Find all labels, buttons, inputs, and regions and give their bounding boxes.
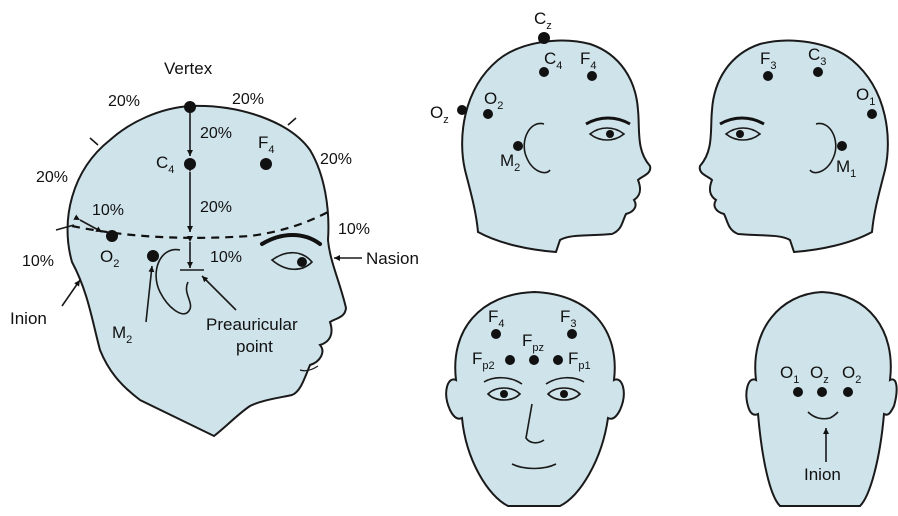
pct-line-ear: 10%	[210, 249, 242, 266]
label-cz: Cz	[534, 9, 552, 32]
label-nasion: Nasion	[366, 249, 419, 268]
electrode-cz	[538, 32, 550, 44]
back-view-head: O1 Oz O2 Inion	[746, 292, 896, 506]
pct-c4-line: 20%	[200, 199, 232, 216]
tick-mark	[90, 138, 98, 145]
label-inion: Inion	[10, 309, 47, 328]
label-preauricular-1: Preauricular	[206, 315, 298, 334]
right-profile-outline	[462, 41, 650, 252]
electrode-f4	[587, 71, 597, 81]
electrode-o2	[843, 387, 853, 397]
electrode-o1	[793, 387, 803, 397]
electrode-m2	[147, 250, 159, 262]
electrode-m2	[513, 141, 523, 151]
electrode-o2	[483, 109, 493, 119]
electrode-oz	[457, 105, 467, 115]
electrode-fpz	[529, 355, 539, 365]
electrode-f4	[491, 329, 501, 339]
side-view-head: Vertex Nasion Inion Preauricular point 2…	[10, 59, 419, 436]
right-profile-head: Cz C4 F4 Oz O2 M2	[430, 9, 650, 252]
pct-upper-left: 20%	[36, 169, 68, 186]
electrode-oz	[817, 387, 827, 397]
pct-top-left: 20%	[108, 93, 140, 110]
pct-o2-offset: 10%	[92, 202, 124, 219]
electrode-vertex	[184, 101, 196, 113]
pupil	[736, 130, 744, 138]
arrow-inion	[62, 280, 80, 306]
pct-vertex-c4: 20%	[200, 125, 232, 142]
electrode-m1	[837, 141, 847, 151]
electrode-o2	[106, 230, 118, 242]
electrode-f4	[260, 158, 272, 170]
front-head-outline	[446, 292, 624, 506]
label-preauricular-2: point	[236, 337, 273, 356]
pupil	[560, 390, 568, 398]
electrode-f3	[567, 329, 577, 339]
electrode-o1	[867, 109, 877, 119]
electrode-fp2	[505, 355, 515, 365]
pupil	[297, 257, 307, 267]
label-vertex: Vertex	[164, 59, 213, 78]
electrode-c4	[184, 158, 196, 170]
pct-top-right: 20%	[232, 91, 264, 108]
electrode-c4	[539, 67, 549, 77]
label-oz: Oz	[430, 103, 449, 126]
label-inion: Inion	[804, 465, 841, 484]
electrode-fp1	[553, 355, 563, 365]
left-profile-head: F3 C3 O1 M1	[700, 41, 888, 252]
left-profile-outline	[700, 41, 888, 252]
pct-right-line: 10%	[338, 221, 370, 238]
tick-mark	[288, 118, 296, 125]
pct-left-low: 10%	[22, 253, 54, 270]
pct-right-mid: 20%	[320, 151, 352, 168]
electrode-f3	[763, 71, 773, 81]
front-view-head: F4 F3 Fpz Fp2 Fp1	[446, 292, 624, 506]
pupil	[606, 130, 614, 138]
electrode-c3	[813, 67, 823, 77]
side-head-outline	[68, 106, 346, 436]
pupil	[500, 390, 508, 398]
